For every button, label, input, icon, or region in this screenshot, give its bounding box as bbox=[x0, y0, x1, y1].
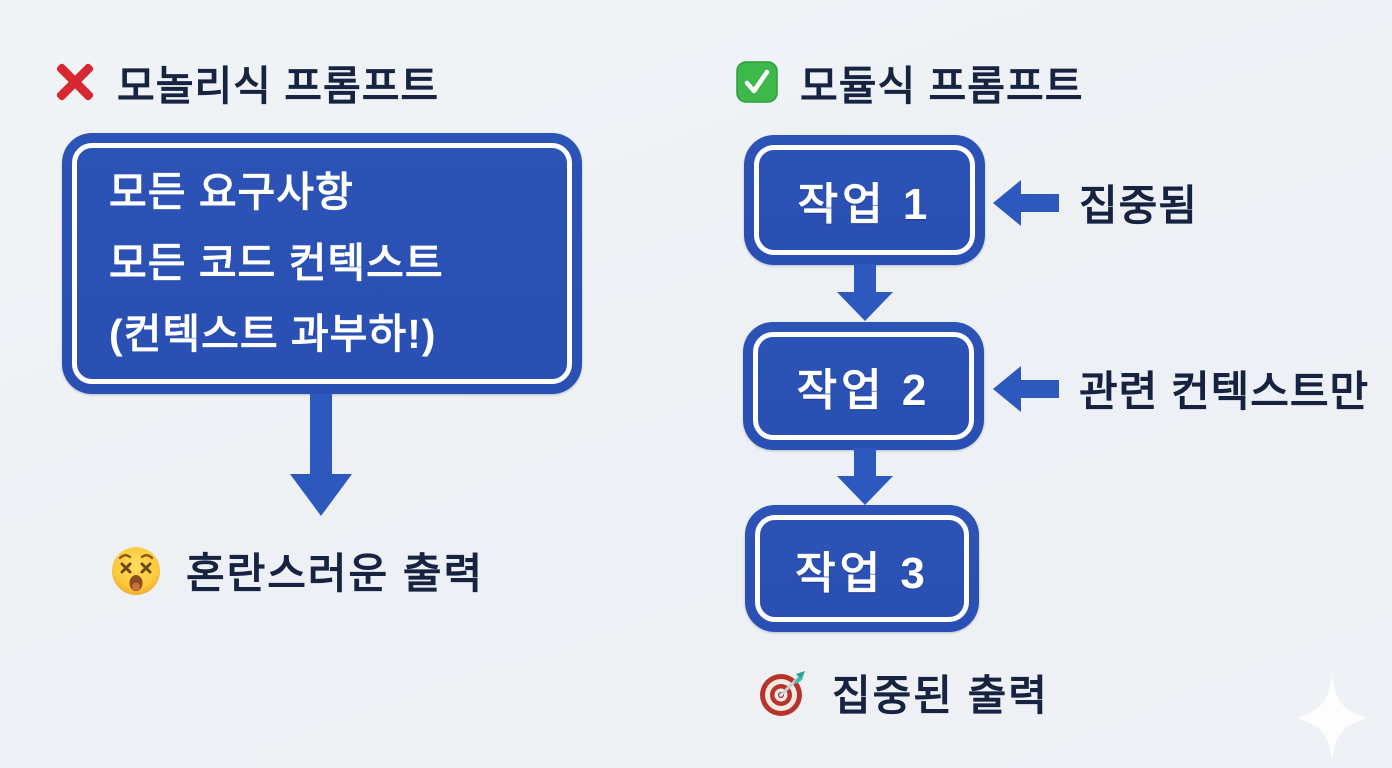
task-2-annotation: 관련 컨텍스트만 bbox=[993, 358, 1369, 419]
down-arrow-icon bbox=[289, 394, 353, 521]
dizzy-face-icon bbox=[110, 545, 162, 597]
left-arrow-icon bbox=[993, 365, 1059, 413]
left-arrow-icon bbox=[993, 179, 1059, 227]
task-1-label: 작업 1 bbox=[797, 180, 932, 229]
task-box-1: 작업 1 bbox=[744, 135, 985, 265]
cross-mark-icon bbox=[55, 62, 95, 102]
focused-output-label: 집중된 출력 bbox=[832, 672, 1049, 719]
focused-output-row: 집중된 출력 bbox=[758, 662, 1049, 723]
confused-output-label: 혼란스러운 출력 bbox=[186, 550, 485, 597]
check-mark-icon bbox=[736, 61, 778, 103]
down-arrow-icon bbox=[836, 448, 894, 510]
down-arrow-icon bbox=[836, 264, 894, 326]
task-1-annotation: 집중됨 bbox=[993, 172, 1198, 233]
task-2-label: 작업 2 bbox=[796, 366, 931, 415]
task-3-label: 작업 3 bbox=[795, 548, 929, 598]
modular-header: 모듈식 프롬프트 bbox=[736, 52, 1083, 112]
task-box-3: 작업 3 bbox=[745, 505, 979, 632]
mono-line-2: 모든 코드 컨텍스트 bbox=[109, 240, 444, 286]
mono-line-1: 모든 요구사항 bbox=[109, 169, 354, 215]
modular-title: 모듈식 프롬프트 bbox=[800, 63, 1084, 109]
mono-line-3: (컨텍스트 과부하!) bbox=[109, 311, 437, 357]
task-1-annotation-label: 집중됨 bbox=[1079, 182, 1198, 229]
confused-output-row: 혼란스러운 출력 bbox=[110, 540, 484, 601]
task-box-2: 작업 2 bbox=[743, 322, 984, 450]
task-2-annotation-label: 관련 컨텍스트만 bbox=[1079, 368, 1370, 415]
monolithic-title: 모놀리식 프롬프트 bbox=[117, 63, 440, 109]
dart-target-icon bbox=[758, 668, 808, 718]
monolithic-prompt-box-inner: 모든 요구사항 모든 코드 컨텍스트 (컨텍스트 과부하!) bbox=[72, 143, 572, 384]
sparkle-icon bbox=[1296, 676, 1368, 765]
monolithic-prompt-box: 모든 요구사항 모든 코드 컨텍스트 (컨텍스트 과부하!) bbox=[62, 133, 582, 394]
monolithic-header: 모놀리식 프롬프트 bbox=[55, 52, 439, 112]
